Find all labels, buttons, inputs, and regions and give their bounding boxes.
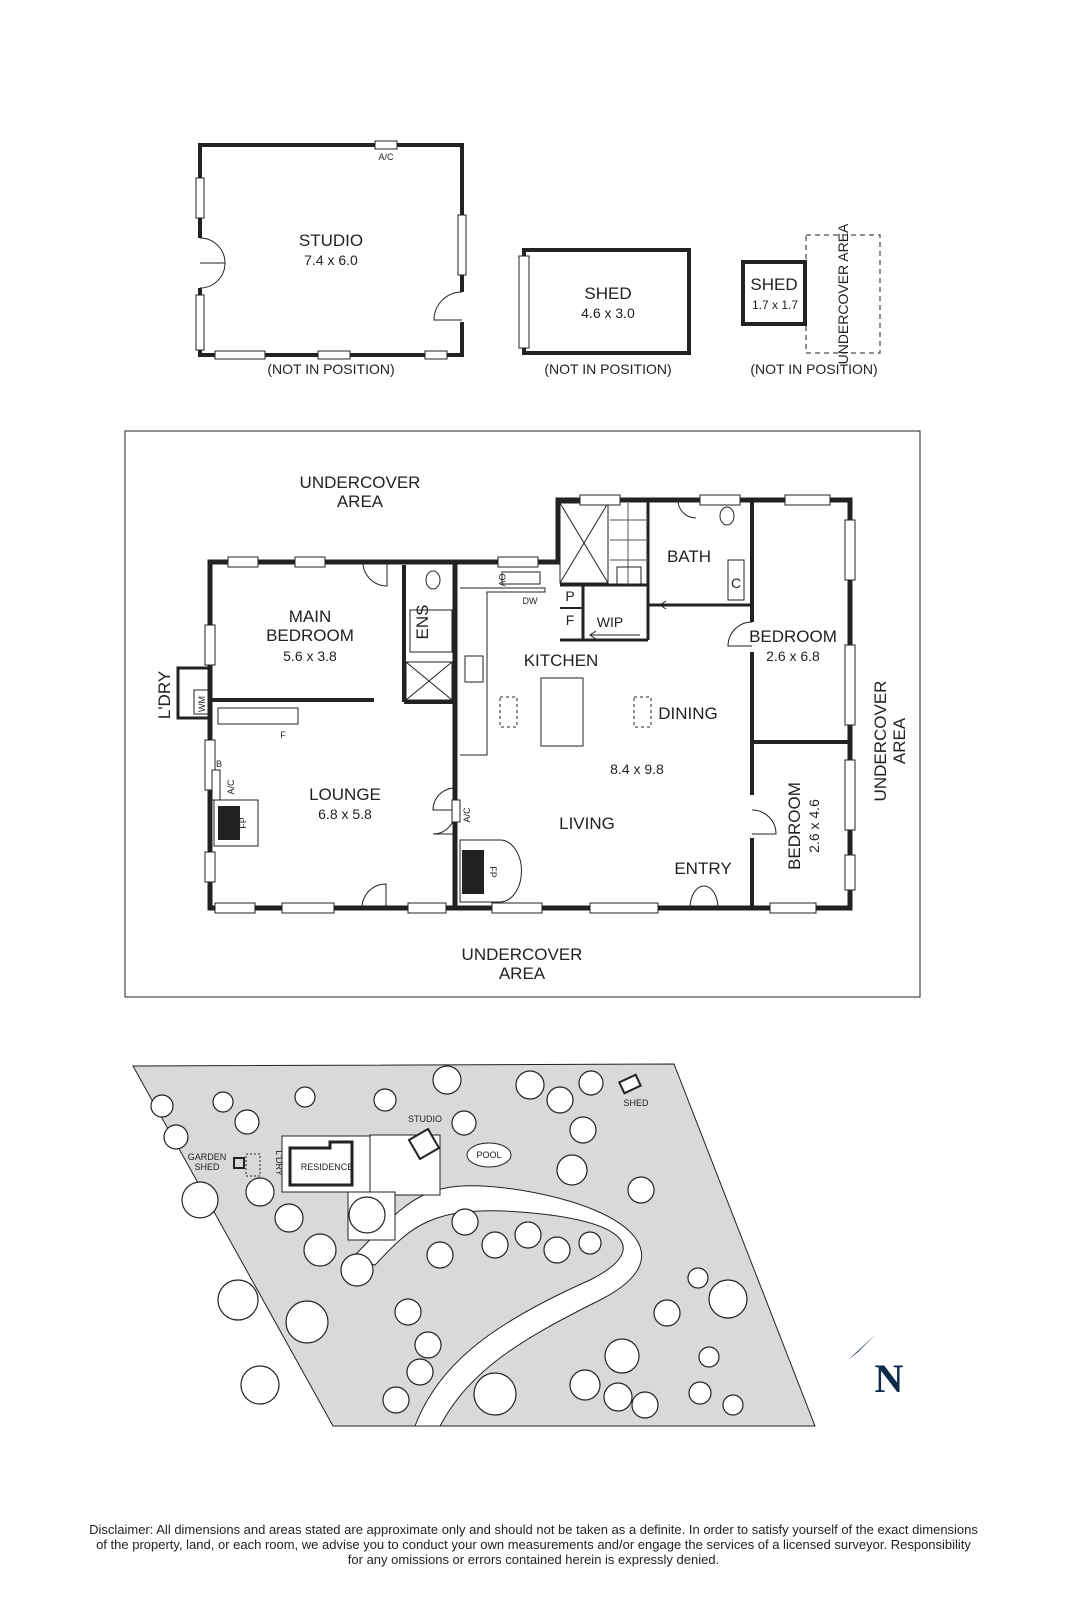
- main-bedroom-name-2: BEDROOM: [266, 626, 354, 645]
- dw-label: DW: [523, 596, 538, 606]
- disclaimer-line-3: for any omissions or errors contained he…: [347, 1552, 720, 1567]
- ensuite-label: ENS: [413, 605, 432, 640]
- lounge-ac-label: A/C: [226, 779, 236, 795]
- entry-label: ENTRY: [674, 859, 731, 878]
- undercover-right-2: AREA: [890, 717, 909, 764]
- main-bedroom-dims: 5.6 x 3.8: [283, 648, 337, 664]
- shed-name: SHED: [584, 284, 631, 303]
- pantry-label: P: [565, 588, 574, 604]
- studio-dims: 7.4 x 6.0: [304, 252, 358, 268]
- small-shed-undercover: UNDERCOVER AREA: [835, 223, 851, 364]
- main-bedroom-name-1: MAIN: [289, 607, 332, 626]
- disclaimer-line-2: of the property, land, or each room, we …: [96, 1537, 971, 1552]
- kitchen-label: KITCHEN: [524, 651, 599, 670]
- undercover-top-1: UNDERCOVER: [300, 473, 421, 492]
- small-shed-note: (NOT IN POSITION): [750, 361, 877, 377]
- disclaimer: Disclaimer: All dimensions and areas sta…: [10, 1522, 1057, 1567]
- dining-label: DINING: [658, 704, 718, 723]
- wm-label: WM: [197, 696, 207, 712]
- lounge-dims: 6.8 x 5.8: [318, 806, 372, 822]
- site-laundry-label: L'DRY: [274, 1150, 284, 1176]
- site-plan: RESIDENCE L'DRY GARDEN SHED STUDIO SHED …: [132, 1063, 816, 1427]
- site-garden-shed-1: GARDEN: [188, 1152, 227, 1162]
- lounge-f-label: F: [280, 730, 286, 740]
- wip-label: WIP: [597, 614, 623, 630]
- residence-plan: UNDERCOVER AREA UNDERCOVER AREA UNDERCOV…: [155, 473, 909, 983]
- studio-note: (NOT IN POSITION): [267, 361, 394, 377]
- lounge-name: LOUNGE: [309, 785, 381, 804]
- undercover-right-1: UNDERCOVER: [871, 681, 890, 802]
- residence-frame: [124, 430, 921, 998]
- disclaimer-line-1: Disclaimer: All dimensions and areas sta…: [89, 1522, 978, 1537]
- site-pool-label: POOL: [476, 1150, 501, 1160]
- site-residence-label: RESIDENCE: [301, 1162, 354, 1172]
- trees: [150, 1065, 748, 1419]
- living-name: LIVING: [559, 814, 615, 833]
- studio-plan: A/C STUDIO 7.4 x 6.0 (NOT IN POSITION): [195, 140, 467, 377]
- fridge-label: F: [566, 612, 575, 628]
- bedroom-2-dims: 2.6 x 6.8: [766, 648, 820, 664]
- shed-plan: SHED 4.6 x 3.0 (NOT IN POSITION): [518, 248, 691, 377]
- shed-dims: 4.6 x 3.0: [581, 305, 635, 321]
- bedroom-3-name: BEDROOM: [785, 782, 804, 870]
- north-arrow: N: [848, 1334, 904, 1401]
- bath-label: BATH: [667, 547, 711, 566]
- small-shed-plan: SHED 1.7 x 1.7 UNDERCOVER AREA (NOT IN P…: [741, 223, 881, 377]
- living-dims: 8.4 x 9.8: [610, 761, 664, 777]
- bedroom-3-dims: 2.6 x 4.6: [806, 799, 822, 853]
- living-fp-label: FP: [488, 866, 498, 878]
- site-shed-label: SHED: [623, 1098, 649, 1108]
- b-label: B: [216, 759, 222, 769]
- bedroom-2-name: BEDROOM: [749, 627, 837, 646]
- site-garden-shed-2: SHED: [194, 1162, 220, 1172]
- studio-ac-label: A/C: [378, 152, 394, 162]
- undercover-bottom-2: AREA: [499, 964, 546, 983]
- studio-name: STUDIO: [299, 231, 363, 250]
- cupboard-label: C: [731, 575, 741, 591]
- undercover-top-2: AREA: [337, 492, 384, 511]
- ov-label: OV: [497, 573, 507, 586]
- shed-note: (NOT IN POSITION): [544, 361, 671, 377]
- laundry-label: L'DRY: [155, 671, 174, 719]
- lounge-fp-label: FP: [238, 817, 248, 829]
- site-studio-label: STUDIO: [408, 1114, 442, 1124]
- small-shed-dims: 1.7 x 1.7: [752, 298, 798, 312]
- north-label: N: [875, 1356, 904, 1401]
- undercover-bottom-1: UNDERCOVER: [462, 945, 583, 964]
- small-shed-name: SHED: [750, 275, 797, 294]
- living-ac-label: A/C: [462, 807, 472, 823]
